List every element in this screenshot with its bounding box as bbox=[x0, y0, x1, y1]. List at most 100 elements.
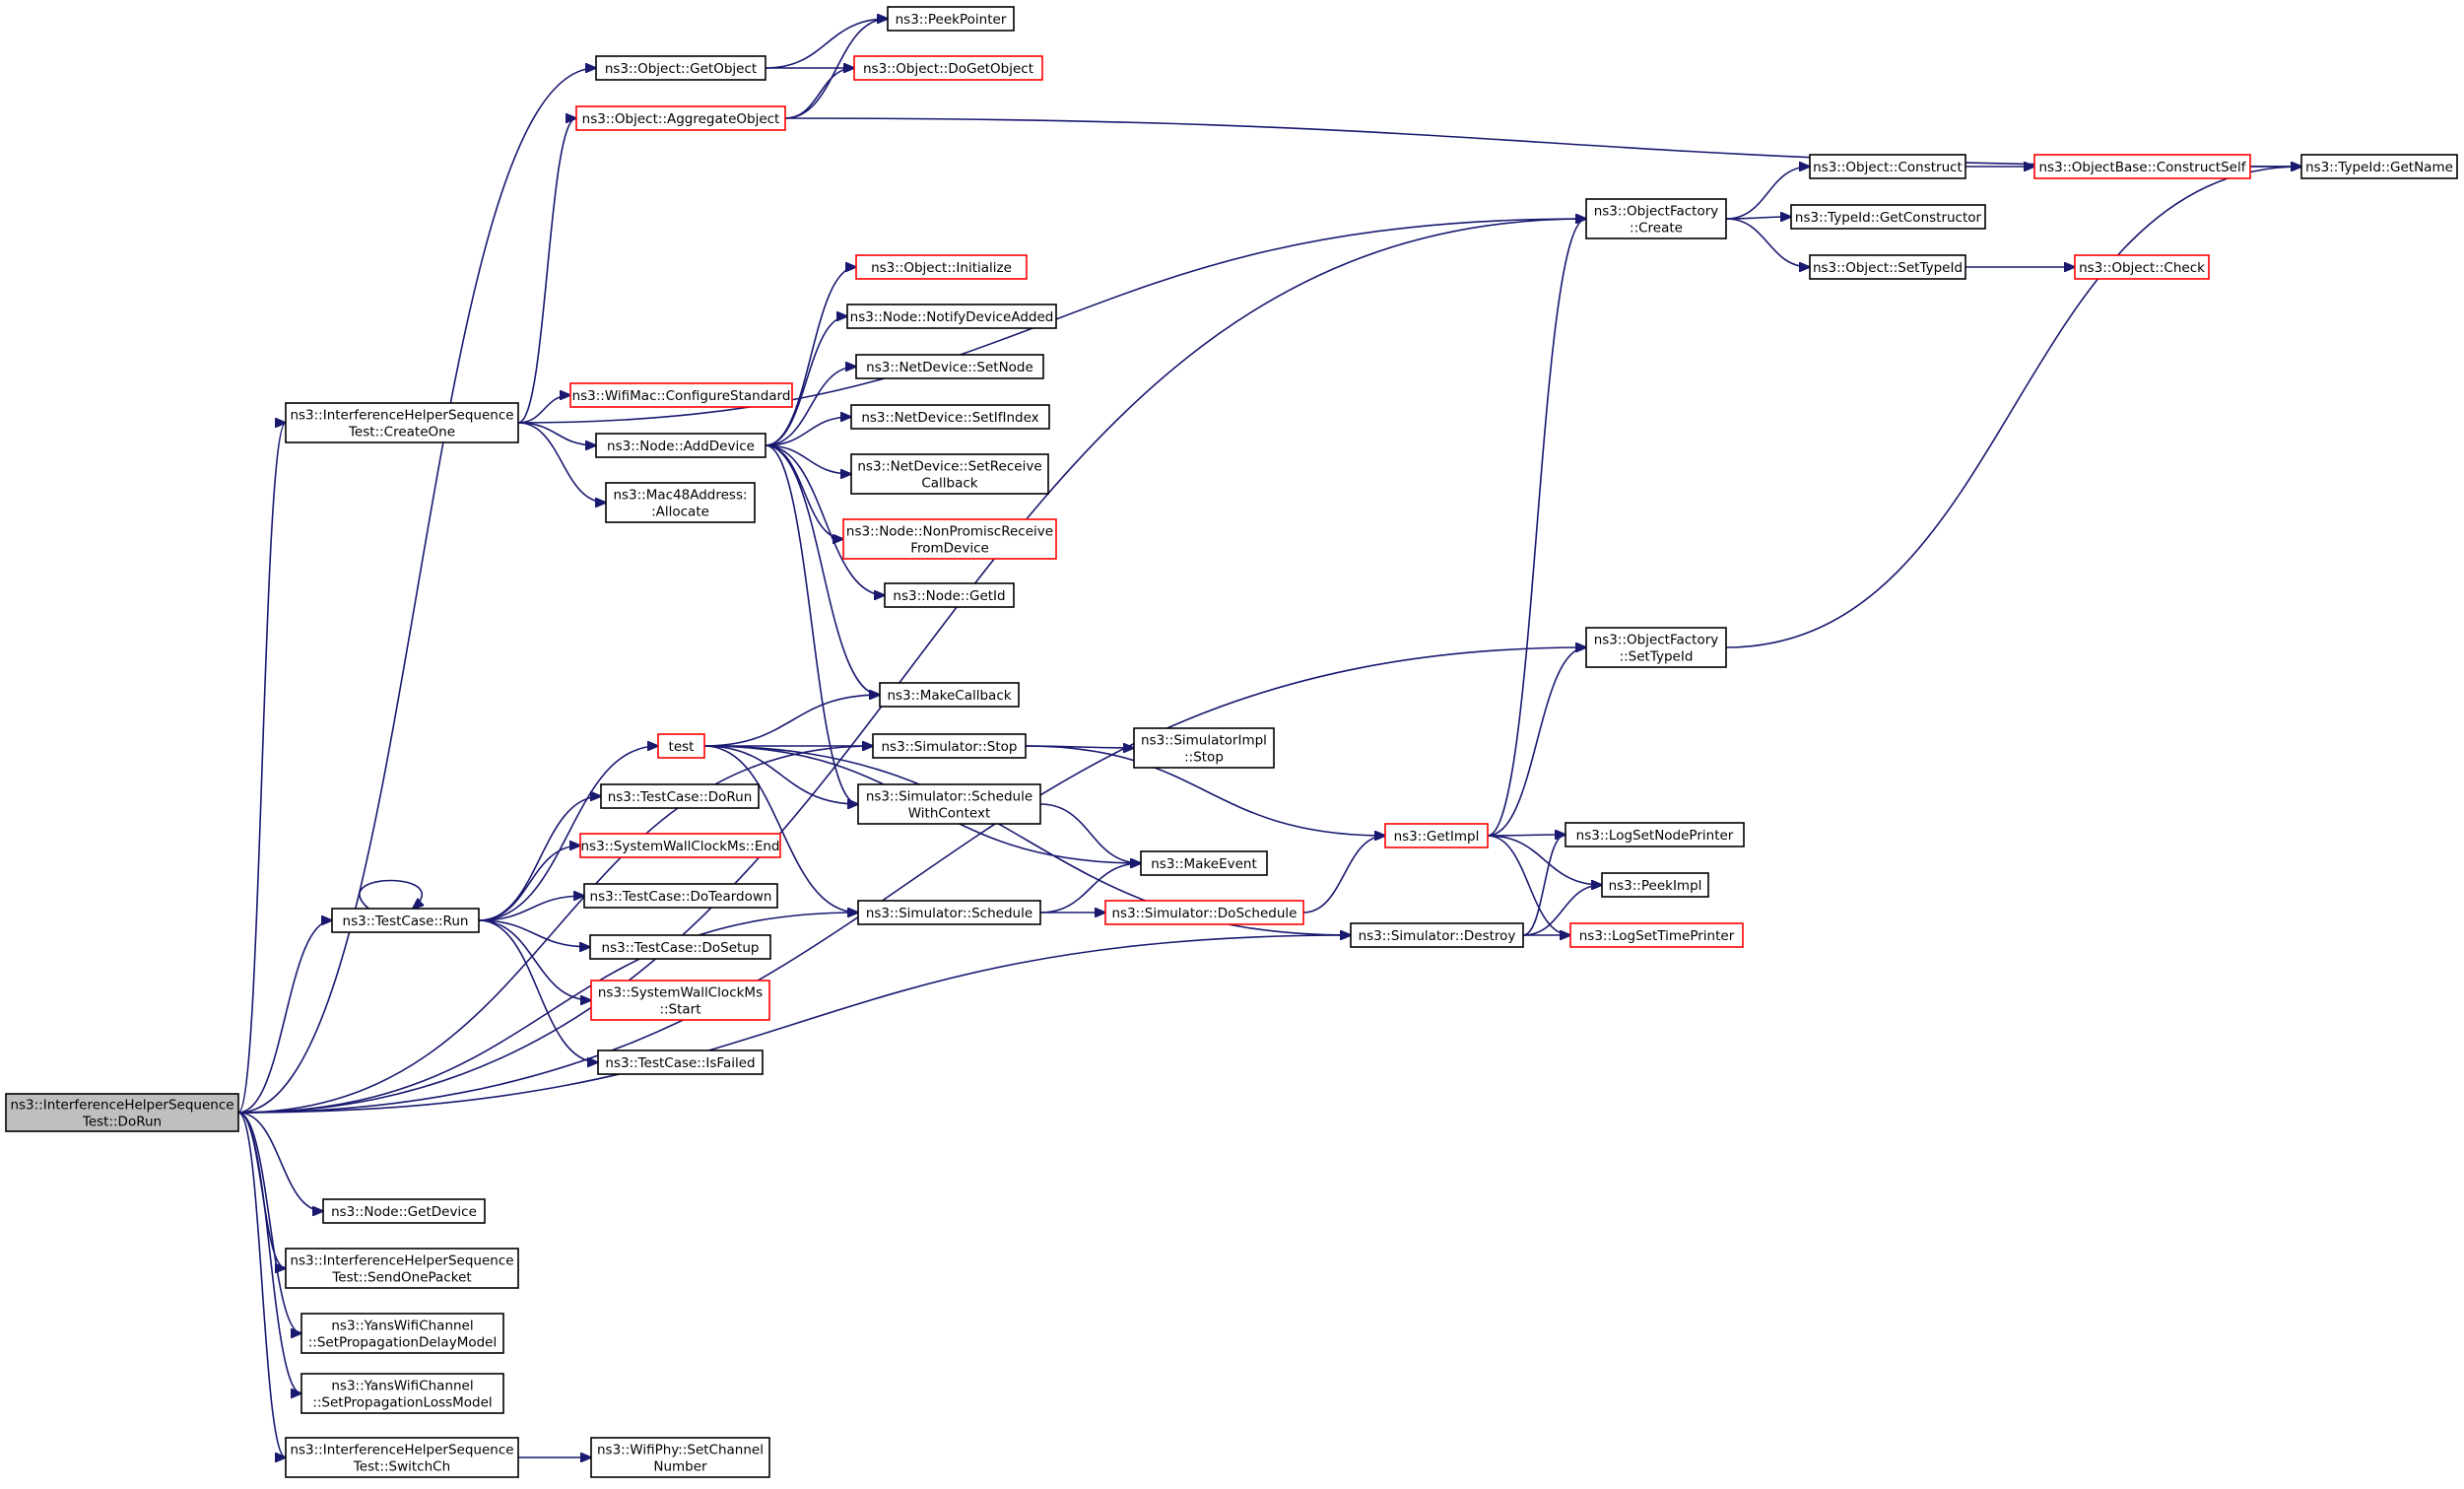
edge-root-to-switchch bbox=[237, 1112, 286, 1457]
node-teardown[interactable]: ns3::TestCase::DoTeardown bbox=[583, 883, 778, 909]
node-simimplstop[interactable]: ns3::SimulatorImpl::Stop bbox=[1133, 727, 1275, 769]
edge-root-to-factory_settypeid bbox=[237, 647, 1586, 1114]
edge-createone-to-mac48 bbox=[517, 422, 606, 503]
node-setpropdelay[interactable]: ns3::YansWifiChannel::SetPropagationDela… bbox=[300, 1313, 504, 1354]
node-peekimpl[interactable]: ns3::PeekImpl bbox=[1601, 872, 1709, 898]
node-label: ns3::NetDevice::SetIfIndex bbox=[861, 410, 1038, 426]
edge-createone-to-configstd bbox=[517, 395, 570, 424]
node-objcheck[interactable]: ns3::Object::Check bbox=[2074, 254, 2210, 280]
node-adddevice[interactable]: ns3::Node::AddDevice bbox=[595, 433, 766, 458]
node-label: Number bbox=[653, 1459, 707, 1475]
node-root[interactable]: ns3::InterferenceHelperSequenceTest::DoR… bbox=[5, 1093, 239, 1132]
node-label: ::SetPropagationLossModel bbox=[312, 1395, 492, 1411]
node-createone[interactable]: ns3::InterferenceHelperSequenceTest::Cre… bbox=[285, 402, 519, 443]
edge-tcrun-to-tcrun bbox=[359, 879, 422, 910]
node-label: ns3::InterferenceHelperSequence bbox=[10, 1098, 233, 1114]
node-label: ns3::Node::GetId bbox=[893, 588, 1005, 604]
node-lognodeprinter[interactable]: ns3::LogSetNodePrinter bbox=[1565, 822, 1745, 847]
node-label: ns3::Node::NonPromiscReceive bbox=[846, 524, 1053, 540]
node-label: ns3::Node::GetDevice bbox=[331, 1204, 477, 1220]
edge-root-to-simstop bbox=[237, 746, 873, 1114]
node-peek[interactable]: ns3::PeekPointer bbox=[887, 6, 1015, 32]
node-label: ns3::LogSetNodePrinter bbox=[1576, 828, 1734, 844]
node-doschedule[interactable]: ns3::Simulator::DoSchedule bbox=[1104, 900, 1304, 925]
node-switchch[interactable]: ns3::InterferenceHelperSequenceTest::Swi… bbox=[285, 1437, 519, 1478]
node-factory-create[interactable]: ns3::ObjectFactory::Create bbox=[1585, 198, 1727, 239]
node-getid[interactable]: ns3::Node::GetId bbox=[884, 582, 1015, 608]
node-getconstructor[interactable]: ns3::TypeId::GetConstructor bbox=[1790, 204, 1986, 230]
edge-test-to-makecallback bbox=[703, 695, 880, 747]
node-label: ns3::GetImpl bbox=[1394, 829, 1480, 845]
node-tcrun[interactable]: ns3::TestCase::Run bbox=[331, 908, 480, 933]
node-label: ns3::PeekImpl bbox=[1609, 878, 1702, 894]
nodes-layer: ns3::InterferenceHelperSequenceTest::DoR… bbox=[5, 6, 2458, 1478]
edge-adddevice-to-setifindex bbox=[765, 417, 851, 446]
edge-simschedule-to-makeevent bbox=[1039, 863, 1141, 914]
node-label: ns3::Object::DoGetObject bbox=[863, 61, 1033, 77]
node-mac48[interactable]: ns3::Mac48Address::Allocate bbox=[605, 482, 756, 523]
node-setifindex[interactable]: ns3::NetDevice::SetIfIndex bbox=[850, 404, 1050, 430]
node-settypeid-obj[interactable]: ns3::Object::SetTypeId bbox=[1809, 254, 1966, 280]
edge-getimpl-to-logtimeprinter bbox=[1487, 835, 1570, 935]
node-label: ns3::YansWifiChannel bbox=[331, 1319, 473, 1334]
edge-schedwithctx-to-makeevent bbox=[1039, 803, 1141, 863]
node-label: ns3::TestCase::Run bbox=[343, 914, 469, 929]
node-getimpl[interactable]: ns3::GetImpl bbox=[1384, 823, 1489, 848]
node-getdevice[interactable]: ns3::Node::GetDevice bbox=[322, 1198, 486, 1224]
edge-factory_settypeid-to-typeid_getname bbox=[1725, 167, 2301, 648]
edge-simdestroy-to-lognodeprinter bbox=[1522, 835, 1565, 936]
edge-test-to-simschedule bbox=[703, 745, 858, 913]
node-sendonepacket[interactable]: ns3::InterferenceHelperSequenceTest::Sen… bbox=[285, 1248, 519, 1289]
node-isfailed[interactable]: ns3::TestCase::IsFailed bbox=[597, 1049, 764, 1075]
node-dorun-tc[interactable]: ns3::TestCase::DoRun bbox=[600, 783, 760, 809]
node-dogetobj[interactable]: ns3::Object::DoGetObject bbox=[853, 55, 1043, 81]
node-simdestroy[interactable]: ns3::Simulator::Destroy bbox=[1350, 922, 1524, 948]
node-notify[interactable]: ns3::Node::NotifyDeviceAdded bbox=[846, 304, 1057, 329]
node-factory-settypeid[interactable]: ns3::ObjectFactory::SetTypeId bbox=[1585, 627, 1727, 668]
edge-root-to-createone bbox=[237, 423, 286, 1114]
node-getobj[interactable]: ns3::Object::GetObject bbox=[595, 55, 766, 81]
node-objinit[interactable]: ns3::Object::Initialize bbox=[855, 254, 1028, 280]
node-label: Test::CreateOne bbox=[348, 425, 455, 440]
node-swcstart[interactable]: ns3::SystemWallClockMs::Start bbox=[590, 980, 770, 1021]
edge-adddevice-to-getid bbox=[765, 444, 885, 595]
node-label: ::Start bbox=[659, 1002, 700, 1018]
edge-tcrun-to-teardown bbox=[478, 896, 584, 921]
node-aggobj[interactable]: ns3::Object::AggregateObject bbox=[575, 105, 786, 131]
edge-tcrun-to-dosetup bbox=[478, 919, 590, 947]
node-setproploss[interactable]: ns3::YansWifiChannel::SetPropagationLoss… bbox=[300, 1373, 504, 1414]
edge-adddevice-to-makecallback bbox=[765, 444, 880, 695]
node-simschedule[interactable]: ns3::Simulator::Schedule bbox=[857, 900, 1041, 925]
node-dosetup[interactable]: ns3::TestCase::DoSetup bbox=[589, 934, 771, 960]
node-simstop[interactable]: ns3::Simulator::Stop bbox=[872, 733, 1027, 759]
edge-tcrun-to-swcstart bbox=[478, 919, 591, 1000]
node-logtimeprinter[interactable]: ns3::LogSetTimePrinter bbox=[1569, 922, 1744, 948]
node-label: ns3::NetDevice::SetNode bbox=[866, 360, 1033, 375]
edge-adddevice-to-objinit bbox=[765, 267, 856, 446]
node-label: ns3::NetDevice::SetReceive bbox=[857, 459, 1041, 475]
node-label: ns3::Simulator::Schedule bbox=[866, 906, 1032, 921]
node-label: ns3::YansWifiChannel bbox=[331, 1379, 473, 1394]
node-label: ::SetPropagationDelayModel bbox=[308, 1335, 497, 1351]
edge-adddevice-to-nonpromisc bbox=[765, 444, 843, 539]
edge-root-to-setproploss bbox=[237, 1112, 301, 1393]
node-typeid-getname[interactable]: ns3::TypeId::GetName bbox=[2300, 154, 2458, 179]
node-swcend[interactable]: ns3::SystemWallClockMs::End bbox=[579, 833, 781, 858]
node-test[interactable]: test bbox=[657, 733, 705, 759]
edge-root-to-tcrun bbox=[237, 920, 332, 1114]
edge-getimpl-to-peekimpl bbox=[1487, 835, 1602, 885]
node-objconstruct[interactable]: ns3::Object::Construct bbox=[1809, 154, 1966, 179]
node-label: ns3::Node::AddDevice bbox=[607, 439, 755, 454]
node-makecallback[interactable]: ns3::MakeCallback bbox=[879, 682, 1020, 708]
edge-adddevice-to-setreceive bbox=[765, 444, 851, 474]
node-makeevent[interactable]: ns3::MakeEvent bbox=[1140, 850, 1268, 876]
node-setnode[interactable]: ns3::NetDevice::SetNode bbox=[855, 354, 1044, 379]
node-constructself[interactable]: ns3::ObjectBase::ConstructSelf bbox=[2033, 154, 2251, 179]
node-configstd[interactable]: ns3::WifiMac::ConfigureStandard bbox=[569, 382, 793, 408]
edge-createone-to-adddevice bbox=[517, 422, 596, 445]
